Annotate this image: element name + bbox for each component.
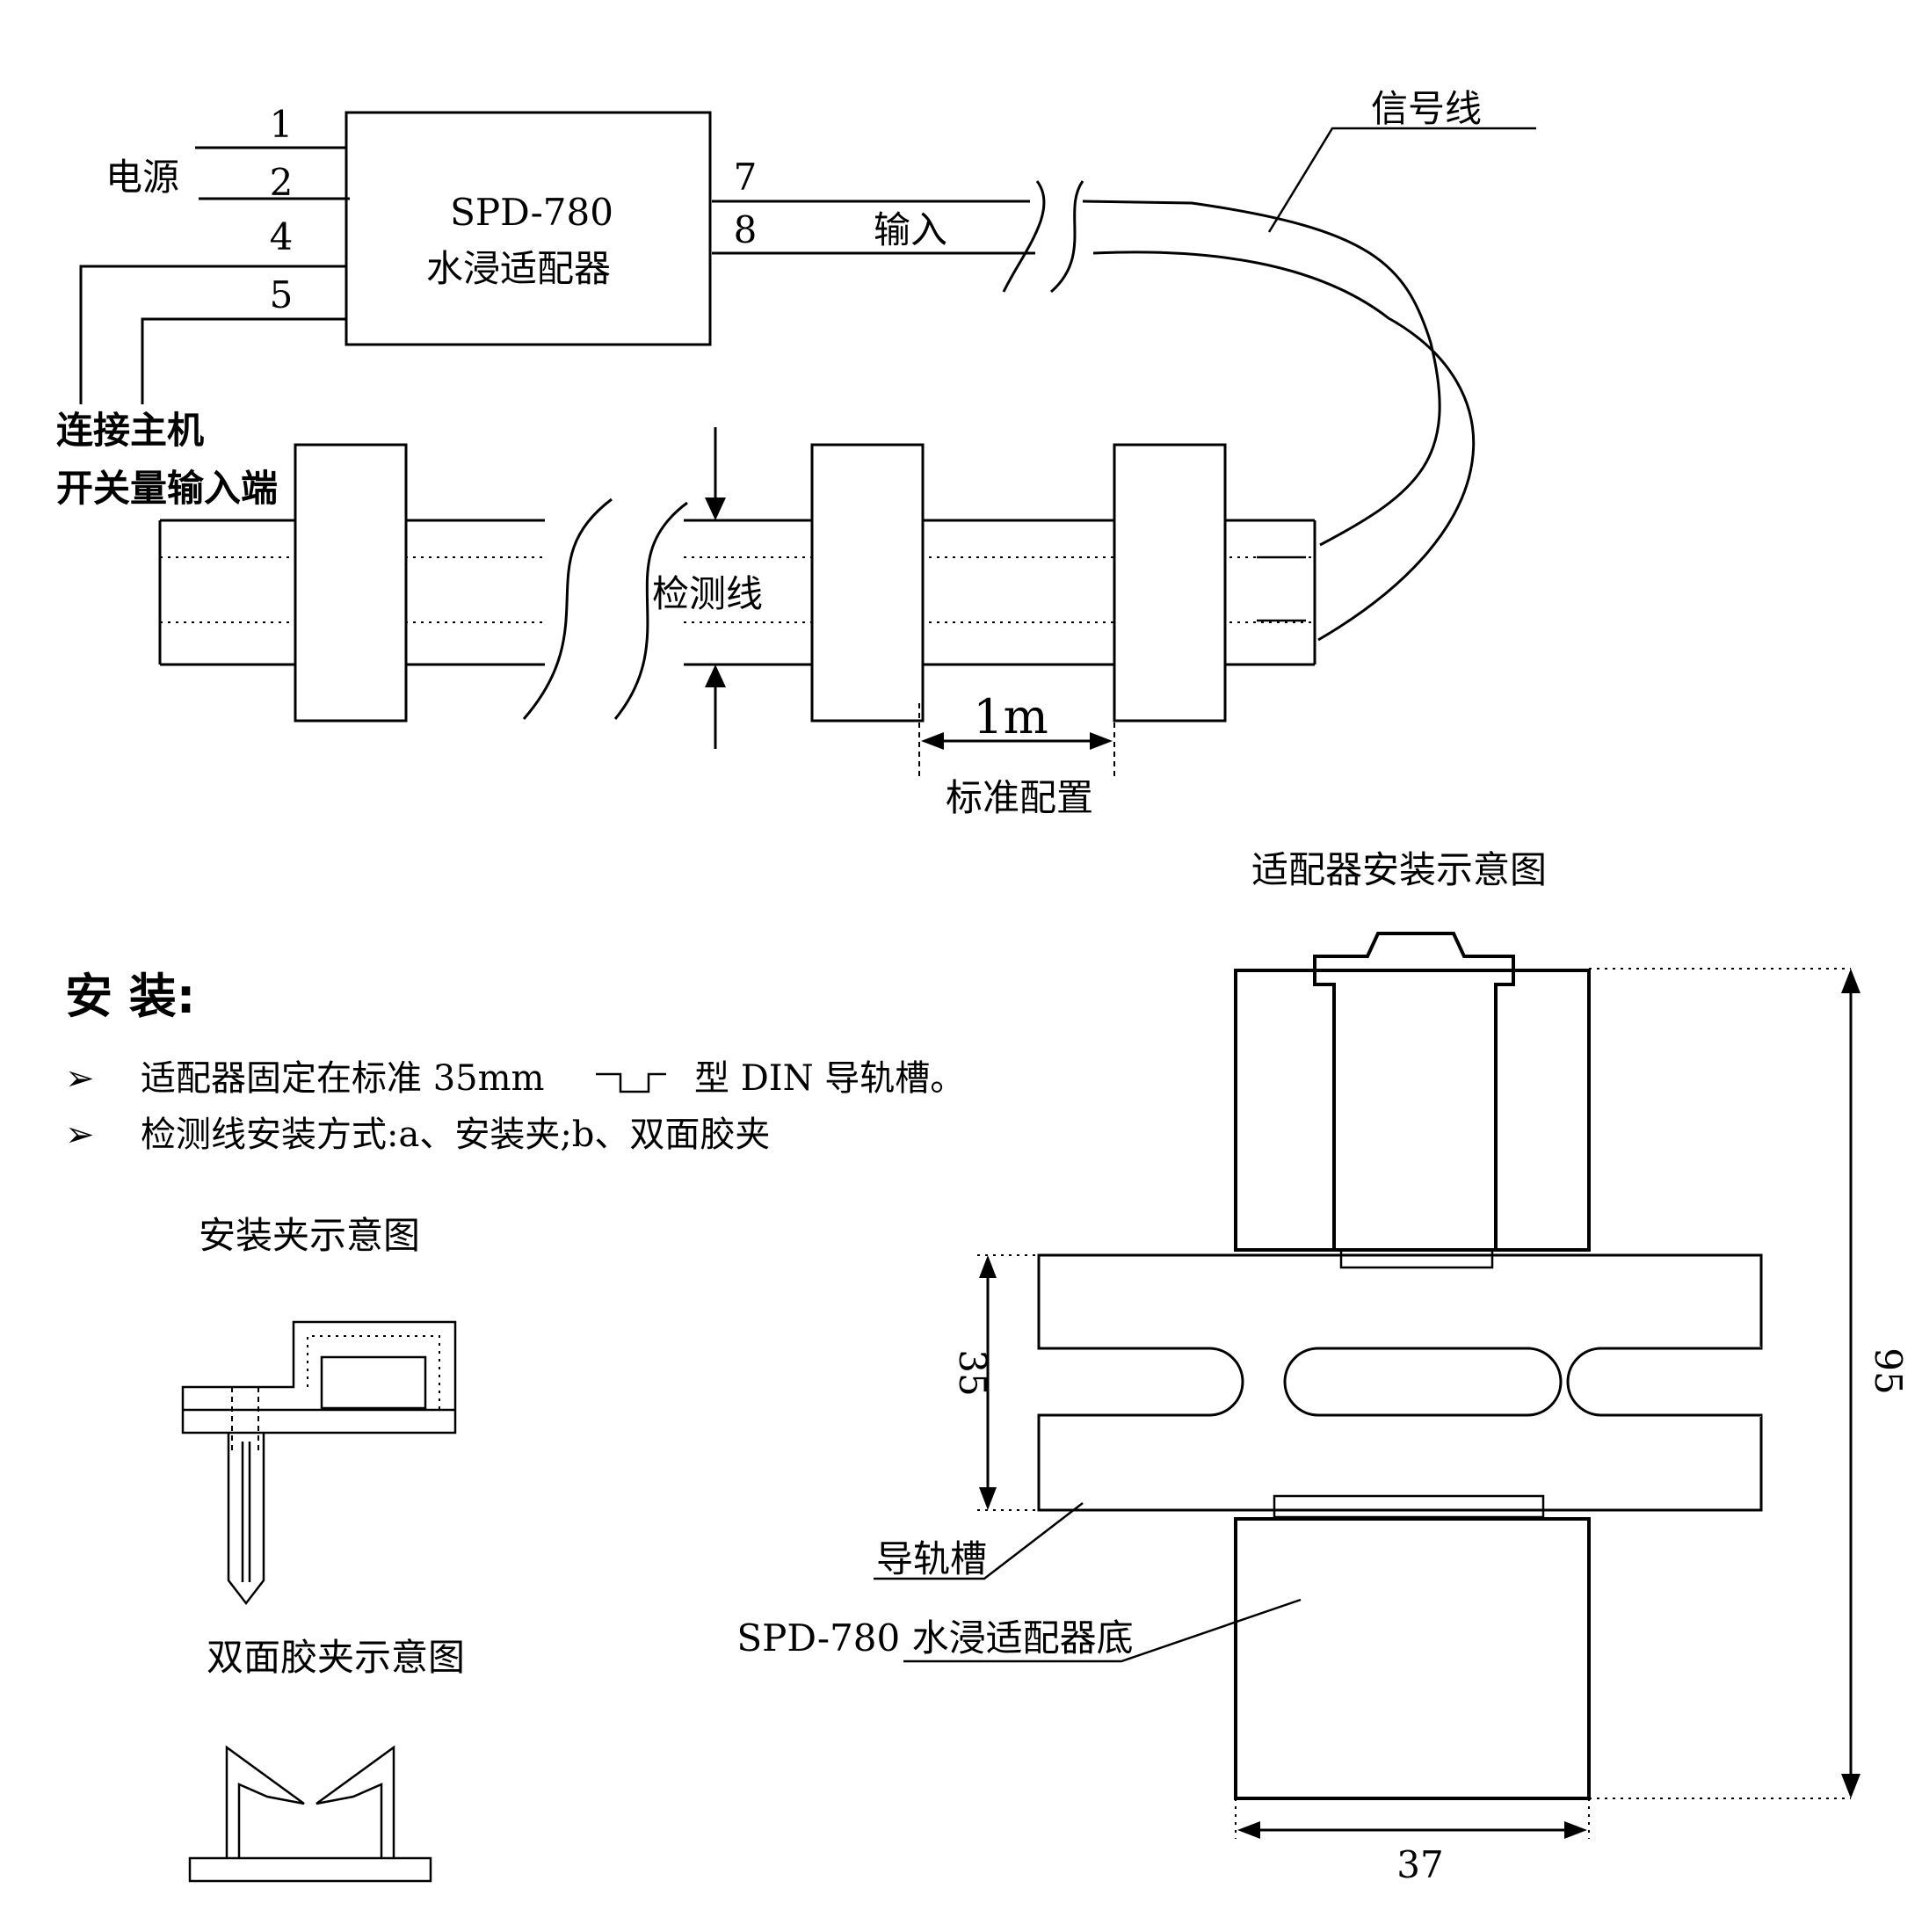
- install-heading: 安 装:: [65, 969, 195, 1024]
- rail-leader: [874, 1502, 1084, 1580]
- wire-pin-5: [141, 317, 346, 404]
- tube-break-left: [522, 498, 613, 720]
- spacing-arrow-left: [921, 732, 944, 750]
- rail-diagram-title: 适配器安装示意图: [1251, 848, 1547, 891]
- spacing-value: 1m: [973, 689, 1048, 744]
- wiring-diagram: SPD-780 水浸适配器 1 2 4 5 电源 7 8 输入 信号线 连接主机…: [56, 87, 1536, 819]
- pin-2-label: 2: [270, 161, 294, 204]
- signal-label: 信号线: [1371, 87, 1482, 130]
- wire-break-left: [1002, 180, 1046, 293]
- wire-pin-4: [79, 265, 346, 404]
- clip-pin: [227, 1433, 265, 1606]
- bullet-2-text: 检测线安装方式:a、安装夹;b、双面胶夹: [141, 1115, 770, 1155]
- rail-slot-right: [1566, 1347, 1761, 1417]
- pin-7-label: 7: [734, 156, 758, 199]
- rail-slot-left: [1039, 1347, 1244, 1417]
- pin-5-label: 5: [270, 273, 294, 316]
- pin-4-label: 4: [270, 215, 294, 258]
- bullet-1-symbol: ➢: [65, 1058, 95, 1099]
- input-label: 输入: [874, 208, 947, 251]
- mounting-clip: [181, 1320, 457, 1606]
- signal-cable-lower: [1092, 251, 1476, 642]
- top-contact-plate: [1339, 1248, 1494, 1269]
- clip-inner-outline: [307, 1335, 440, 1410]
- dim37-label: 37: [1396, 1843, 1443, 1886]
- signal-cable-upper: [1082, 200, 1441, 547]
- dim95-label: 95: [1867, 1347, 1910, 1394]
- adapter-housing: [1234, 969, 1591, 1252]
- base-leader: [903, 1598, 1302, 1663]
- rail-label: 导轨槽: [876, 1537, 987, 1580]
- tape-clip-left-arm: [225, 1745, 305, 1858]
- host-label-line1: 连接主机: [56, 409, 204, 452]
- adapter-latch: [1313, 932, 1515, 1252]
- adapter-model: SPD-780: [450, 191, 613, 234]
- host-label-line2: 开关量输入端: [56, 467, 278, 510]
- din-rail-top: [1037, 1253, 1763, 1350]
- spacing-arrow-right: [1090, 732, 1113, 750]
- pin-1-label: 1: [270, 103, 294, 146]
- dim95-arrow-top: [1841, 969, 1860, 993]
- tube-break-right: [613, 501, 688, 720]
- install-section: 安 装: ➢ 适配器固定在标准 35mm 型 DIN 导轨槽。 ➢ 检测线安装方…: [65, 969, 965, 1883]
- detect-arrowhead-bottom: [705, 665, 726, 687]
- tube-clamp-3: [1113, 443, 1227, 723]
- base-label: SPD-780 水浸适配器底: [736, 1616, 1133, 1660]
- bottom-contact-plate: [1273, 1494, 1545, 1519]
- detect-arrowhead-top: [705, 498, 726, 520]
- tube-clamp-2: [810, 443, 925, 723]
- adapter-name: 水浸适配器: [426, 247, 611, 290]
- detect-label: 检测线: [652, 572, 763, 615]
- tape-clip: [188, 1745, 432, 1883]
- rail-slot-middle: [1283, 1347, 1563, 1417]
- signal-leader: [1267, 127, 1536, 233]
- pin-8-label: 8: [734, 208, 758, 251]
- bullet-1-text-end: 型 DIN 导轨槽。: [694, 1058, 965, 1099]
- dim95-arrow-bottom: [1841, 1774, 1860, 1798]
- tape-title: 双面胶夹示意图: [207, 1636, 465, 1679]
- dim37-arrow-right: [1564, 1821, 1587, 1839]
- rail-mount-diagram: 适配器安装示意图 95 35: [736, 848, 1910, 1886]
- adapter-base: [1234, 1517, 1591, 1800]
- dim35-label: 35: [951, 1349, 994, 1396]
- clip-slot: [320, 1355, 427, 1410]
- din-rail-symbol: [596, 1072, 666, 1093]
- bullet-1-text: 适配器固定在标准 35mm: [141, 1058, 544, 1099]
- power-label: 电源: [105, 156, 179, 199]
- din-rail-gap: [1042, 1347, 1761, 1417]
- bullet-2-symbol: ➢: [65, 1115, 95, 1155]
- clip-body: [181, 1320, 457, 1434]
- tube-clamp-1: [294, 443, 408, 723]
- clip-title: 安装夹示意图: [199, 1214, 420, 1257]
- dim35-arrow-top: [979, 1255, 997, 1278]
- dim37-arrow-left: [1237, 1821, 1260, 1839]
- spacing-caption: 标准配置: [946, 776, 1093, 819]
- dim35-arrow-bottom: [979, 1487, 997, 1510]
- wire-break-right: [1050, 180, 1084, 294]
- adapter-box: [345, 111, 712, 346]
- tape-clip-right-arm: [315, 1745, 395, 1858]
- tape-clip-base: [188, 1856, 432, 1883]
